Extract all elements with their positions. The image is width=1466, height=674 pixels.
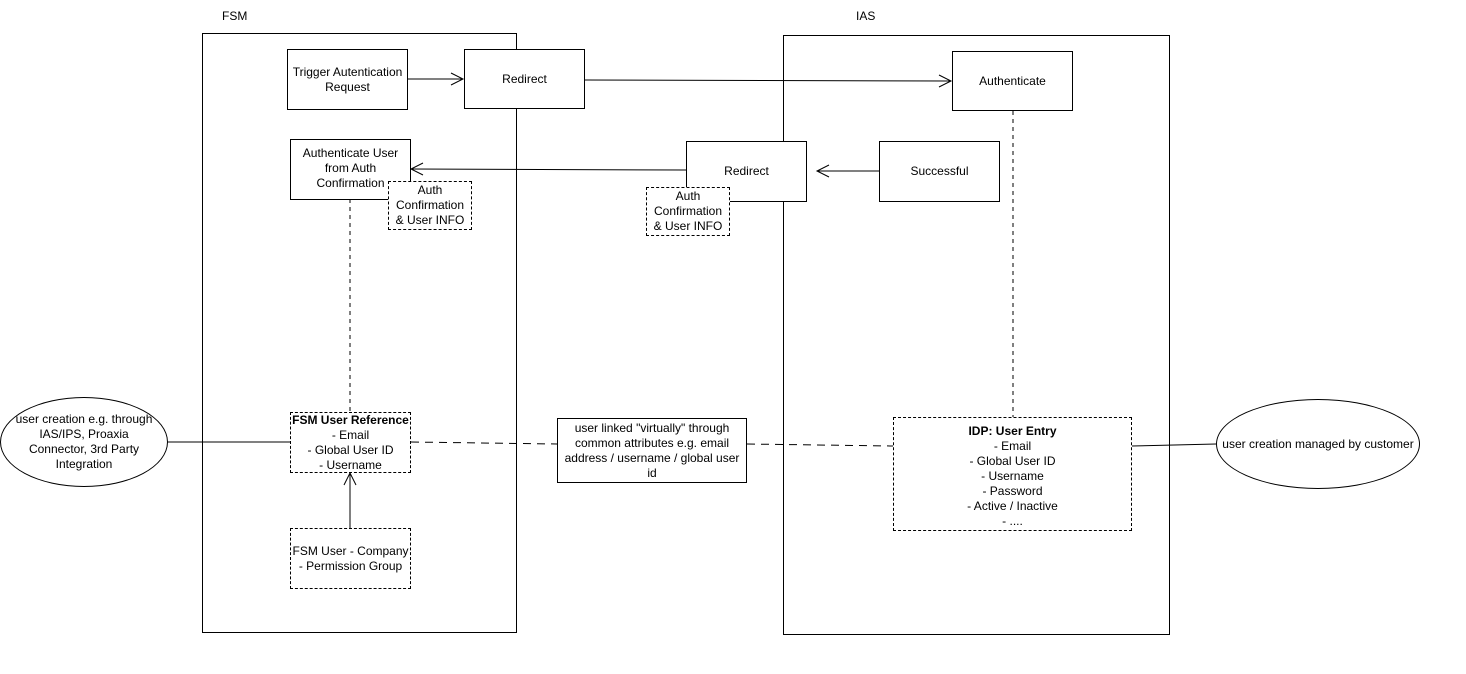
redirect-ias-node[interactable]: Redirect bbox=[686, 141, 807, 202]
user-creation-left-label: user creation e.g. through IAS/IPS, Proa… bbox=[15, 412, 153, 471]
fsm-lane bbox=[202, 33, 517, 633]
user-creation-right-ellipse[interactable]: user creation managed by customer bbox=[1216, 399, 1420, 489]
arrowhead-company-to-reference bbox=[343, 471, 357, 486]
fsm-user-reference-line: - Global User ID bbox=[307, 442, 394, 457]
auth-info-fsm-note: Auth Confirmation & User INFO bbox=[388, 181, 472, 230]
trigger-authentication-label: Trigger Autentication Request bbox=[292, 64, 403, 94]
dashed-reference-to-link bbox=[410, 441, 558, 445]
fsm-user-company-node[interactable]: FSM User - Company - Permission Group bbox=[290, 528, 411, 589]
fsm-user-reference-title: FSM User Reference bbox=[292, 412, 409, 427]
redirect-ias-label: Redirect bbox=[724, 164, 769, 178]
line-idp-to-right-creation bbox=[1131, 443, 1217, 447]
idp-user-entry-node[interactable]: IDP: User Entry - Email - Global User ID… bbox=[893, 417, 1132, 531]
arrowhead-successful-to-redirect bbox=[815, 164, 830, 178]
idp-user-entry-line: - Username bbox=[981, 469, 1044, 483]
idp-user-entry-title: IDP: User Entry bbox=[968, 424, 1057, 438]
successful-node[interactable]: Successful bbox=[879, 141, 1000, 202]
user-creation-right-label: user creation managed by customer bbox=[1222, 436, 1414, 451]
idp-user-entry-content: IDP: User Entry - Email - Global User ID… bbox=[967, 424, 1058, 529]
redirect-fsm-node[interactable]: Redirect bbox=[464, 49, 585, 109]
ias-lane-title: IAS bbox=[856, 9, 876, 23]
user-creation-left-ellipse[interactable]: user creation e.g. through IAS/IPS, Proa… bbox=[0, 397, 168, 487]
arrow-redirect-to-authenticate-user bbox=[410, 168, 687, 171]
arrow-redirect-to-authenticate bbox=[584, 79, 952, 82]
trigger-authentication-node[interactable]: Trigger Autentication Request bbox=[287, 49, 408, 110]
dashed-link-to-idp bbox=[746, 443, 894, 447]
authenticate-label: Authenticate bbox=[979, 73, 1046, 88]
fsm-lane-title: FSM bbox=[222, 9, 248, 23]
fsm-user-company-line: FSM User - Company bbox=[292, 543, 409, 558]
idp-user-entry-line: - Active / Inactive bbox=[967, 499, 1058, 513]
authenticate-user-node[interactable]: Authenticate User from Auth Confirmation bbox=[290, 139, 411, 200]
arrowhead-trigger-to-redirect bbox=[450, 72, 465, 86]
virtual-link-label: user linked "virtually" through common a… bbox=[564, 420, 740, 480]
virtual-link-note: user linked "virtually" through common a… bbox=[557, 418, 747, 483]
idp-user-entry-line: - .... bbox=[1002, 514, 1023, 528]
auth-info-ias-label: Auth Confirmation & User INFO bbox=[653, 189, 723, 233]
idp-user-entry-line: - Global User ID bbox=[969, 454, 1056, 468]
ias-lane bbox=[783, 35, 1170, 635]
idp-user-entry-line: - Email bbox=[993, 439, 1032, 453]
arrowhead-redirect-to-authenticate-user bbox=[409, 162, 424, 176]
fsm-user-reference-node[interactable]: FSM User Reference - Email - Global User… bbox=[290, 412, 411, 473]
idp-user-entry-line: - Password bbox=[982, 484, 1043, 498]
redirect-fsm-label: Redirect bbox=[502, 71, 547, 86]
fsm-user-company-line: - Permission Group bbox=[298, 558, 403, 573]
auth-info-fsm-label: Auth Confirmation & User INFO bbox=[395, 183, 465, 227]
fsm-user-reference-line: - Username bbox=[319, 457, 382, 472]
successful-label: Successful bbox=[910, 164, 969, 178]
fsm-user-reference-content: FSM User Reference - Email - Global User… bbox=[292, 413, 409, 473]
authenticate-user-label: Authenticate User from Auth Confirmation bbox=[302, 146, 399, 190]
arrowhead-redirect-to-authenticate bbox=[938, 74, 953, 88]
authenticate-node[interactable]: Authenticate bbox=[952, 51, 1073, 111]
fsm-user-company-content: FSM User - Company - Permission Group bbox=[292, 544, 408, 574]
auth-info-ias-note: Auth Confirmation & User INFO bbox=[646, 187, 730, 236]
fsm-user-reference-line: - Email bbox=[331, 427, 370, 442]
